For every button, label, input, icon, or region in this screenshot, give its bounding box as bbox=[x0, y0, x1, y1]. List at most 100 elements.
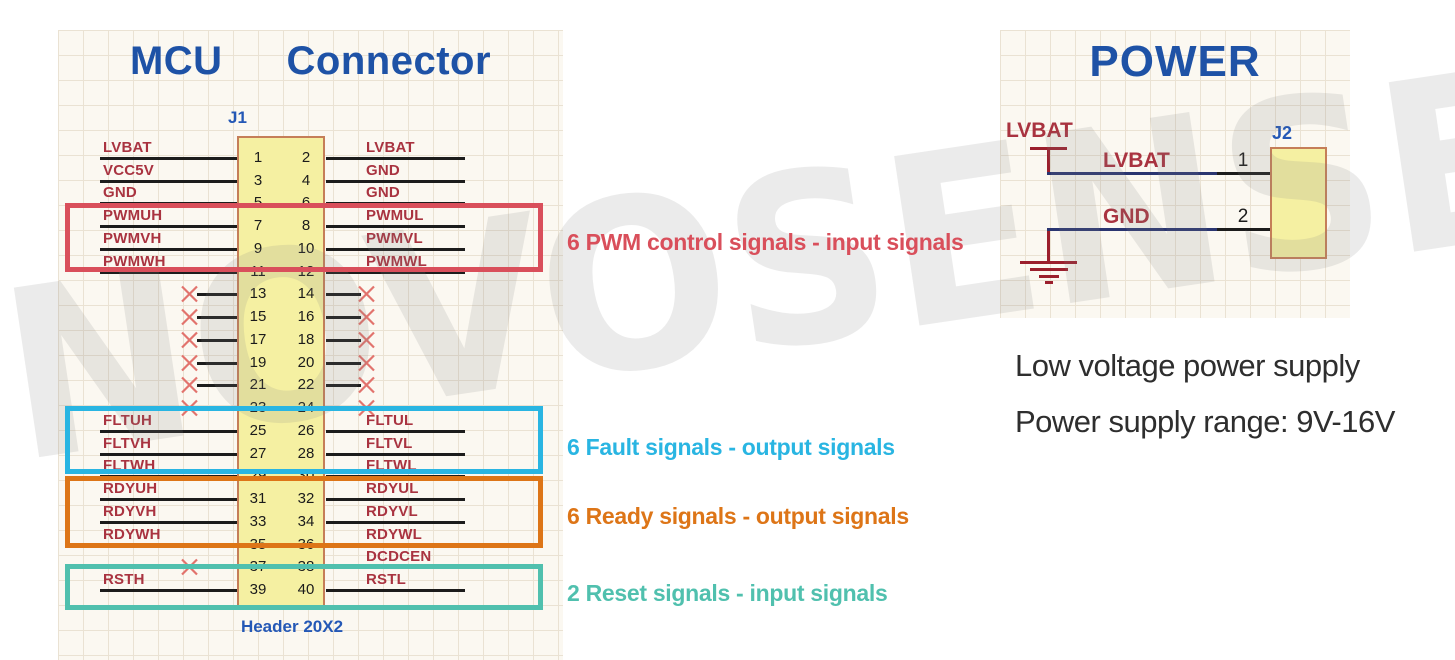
note-low-voltage: Low voltage power supply bbox=[1015, 348, 1360, 383]
no-connect-icon bbox=[357, 376, 375, 394]
power-title: POWER bbox=[1089, 37, 1261, 86]
no-connect-icon bbox=[357, 331, 375, 349]
pin-number-j2-2: 2 bbox=[1237, 206, 1249, 227]
j2-designator: J2 bbox=[1272, 123, 1293, 143]
no-connect-stub bbox=[197, 293, 237, 296]
wire-fltvl bbox=[326, 453, 465, 456]
wire-pwmvh bbox=[100, 248, 237, 251]
wire-rdyul bbox=[326, 498, 465, 501]
no-connect-stub bbox=[197, 316, 237, 319]
no-connect-stub bbox=[326, 316, 361, 319]
net-label-gnd: GND bbox=[366, 184, 400, 201]
j1-footprint-label: Header 20X2 bbox=[240, 617, 344, 636]
no-connect-icon bbox=[180, 331, 198, 349]
net-label-pwmvh: PWMVH bbox=[103, 230, 162, 247]
pin-number-j1: 16 bbox=[297, 308, 315, 325]
lvbat-power-port-label: LVBAT bbox=[1006, 119, 1073, 142]
pin-number-j1: 8 bbox=[301, 217, 311, 234]
pin-number-j1: 20 bbox=[297, 354, 315, 371]
pin-number-j1: 17 bbox=[249, 331, 267, 348]
signal-group-annotation-2: 6 Ready signals - output signals bbox=[567, 503, 909, 529]
net-label-rdyvl: RDYVL bbox=[366, 503, 418, 520]
pin-number-j1: 26 bbox=[297, 422, 315, 439]
signal-group-box-0 bbox=[65, 203, 543, 272]
pin-number-j1: 33 bbox=[249, 513, 267, 530]
wire-fltvh bbox=[100, 453, 237, 456]
wire-pwmwh bbox=[100, 271, 237, 274]
net-label-vcc5v: VCC5V bbox=[103, 162, 155, 179]
pin-number-j1: 22 bbox=[297, 376, 315, 393]
pin-number-j1: 4 bbox=[301, 172, 311, 189]
pin-number-j1: 14 bbox=[297, 285, 315, 302]
no-connect-icon bbox=[180, 354, 198, 372]
connector-j2-body bbox=[1270, 147, 1327, 259]
net-label-pwmwh: PWMWH bbox=[103, 253, 166, 270]
signal-group-annotation-1: 6 Fault signals - output signals bbox=[567, 434, 895, 460]
pin-number-j1: 5 bbox=[253, 194, 263, 211]
wire-pwmvl bbox=[326, 248, 465, 251]
wire-fltul bbox=[326, 430, 465, 433]
net-label-lvbat: LVBAT bbox=[103, 139, 152, 156]
wire-gnd bbox=[1047, 228, 1219, 231]
pin-number-j1: 15 bbox=[249, 308, 267, 325]
pin-number-j1: 13 bbox=[249, 285, 267, 302]
net-label-pwmvl: PWMVL bbox=[366, 230, 423, 247]
wire-rdyvh bbox=[100, 521, 237, 524]
pin-number-j1: 25 bbox=[249, 422, 267, 439]
note-supply-range: Power supply range: 9V-16V bbox=[1015, 404, 1395, 439]
connector-j1-body bbox=[237, 136, 325, 610]
no-connect-stub bbox=[197, 384, 237, 387]
net-label-pwmwl: PWMWL bbox=[366, 253, 427, 270]
net-label-fltvh: FLTVH bbox=[103, 435, 152, 452]
no-connect-stub bbox=[326, 362, 361, 365]
no-connect-icon bbox=[357, 308, 375, 326]
no-connect-icon bbox=[357, 285, 375, 303]
pin-number-j1: 9 bbox=[253, 240, 263, 257]
pin-number-j1: 10 bbox=[297, 240, 315, 257]
no-connect-stub bbox=[326, 384, 361, 387]
net-label-lvbat: LVBAT bbox=[1103, 149, 1170, 172]
net-label-rdyvh: RDYVH bbox=[103, 503, 157, 520]
wire-fltuh bbox=[100, 430, 237, 433]
pin-number-j1: 39 bbox=[249, 581, 267, 598]
pin-number-j1: 3 bbox=[253, 172, 263, 189]
no-connect-icon bbox=[180, 285, 198, 303]
pin-number-j1: 28 bbox=[297, 445, 315, 462]
wire-rsth bbox=[100, 589, 237, 592]
wire-lvbat bbox=[1047, 172, 1219, 175]
wire-rstl bbox=[326, 589, 465, 592]
wire-rdyvl bbox=[326, 521, 465, 524]
j1-designator: J1 bbox=[228, 108, 247, 127]
no-connect-stub bbox=[326, 339, 361, 342]
net-label-rdyul: RDYUL bbox=[366, 480, 419, 497]
pin-number-j1: 18 bbox=[297, 331, 315, 348]
net-label-rdywl: RDYWL bbox=[366, 526, 422, 543]
signal-group-box-1 bbox=[65, 406, 543, 474]
wire-vcc5v bbox=[100, 180, 237, 183]
no-connect-stub bbox=[197, 362, 237, 365]
net-label-gnd: GND bbox=[366, 162, 400, 179]
net-label-rsth: RSTH bbox=[103, 571, 145, 588]
net-label-pwmul: PWMUL bbox=[366, 207, 424, 224]
net-label-lvbat: LVBAT bbox=[366, 139, 415, 156]
signal-group-box-3 bbox=[65, 564, 543, 610]
no-connect-icon bbox=[357, 354, 375, 372]
net-label-fltvl: FLTVL bbox=[366, 435, 413, 452]
mcu-title-word-1: MCU bbox=[129, 39, 223, 83]
mcu-title-word-2: Connector bbox=[286, 39, 492, 83]
no-connect-icon bbox=[180, 376, 198, 394]
wire-lvbat bbox=[326, 157, 465, 160]
signal-group-box-2 bbox=[65, 476, 543, 548]
pin-number-j1: 7 bbox=[253, 217, 263, 234]
pin-number-j1: 21 bbox=[249, 376, 267, 393]
lvbat-power-port-stem bbox=[1047, 148, 1050, 175]
wire-pwmul bbox=[326, 225, 465, 228]
wire-lvbat bbox=[100, 157, 237, 160]
pin-number-j1: 40 bbox=[297, 581, 315, 598]
net-label-dcdcen: DCDCEN bbox=[366, 548, 432, 565]
signal-group-annotation-0: 6 PWM control signals - input signals bbox=[567, 229, 964, 255]
pin-number-j1: 2 bbox=[301, 149, 311, 166]
net-label-fltuh: FLTUH bbox=[103, 412, 153, 429]
mcu-connector-title: MCU Connector bbox=[58, 41, 563, 81]
pin-number-j1: 27 bbox=[249, 445, 267, 462]
